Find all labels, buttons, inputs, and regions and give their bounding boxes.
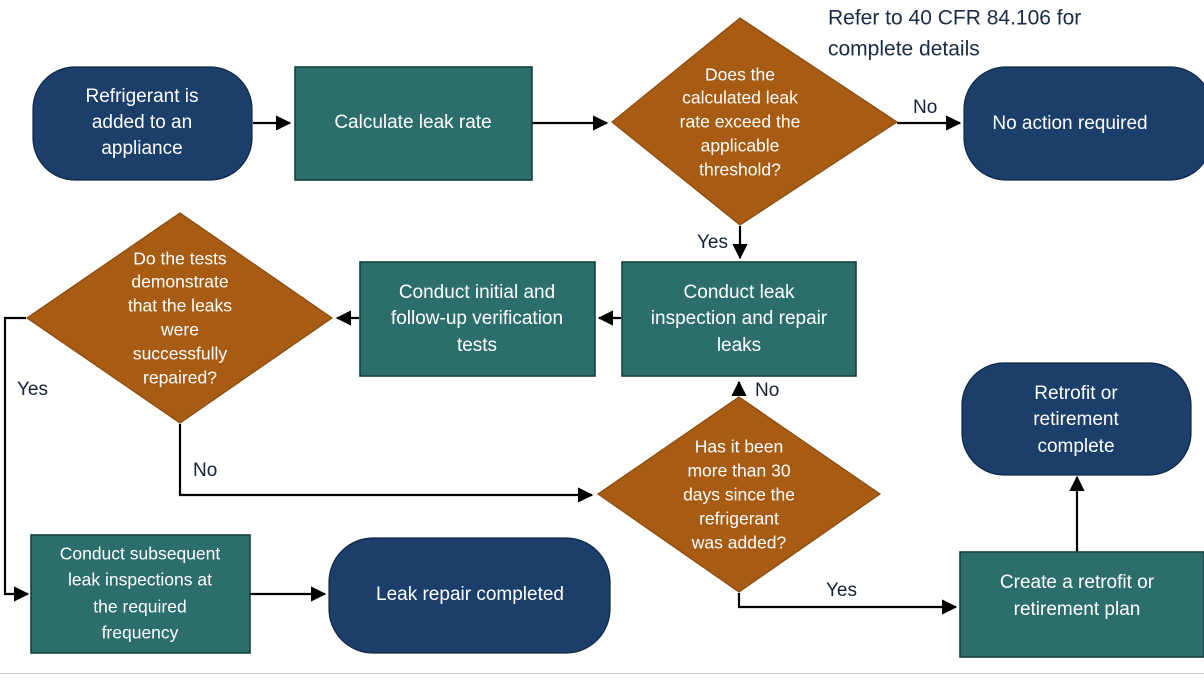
edge-tests-yes — [3, 316, 30, 602]
node-label-line: Conduct leak — [684, 282, 795, 303]
node-label-line: Conduct initial and — [399, 282, 555, 303]
edge-label-tests-no: No — [193, 460, 217, 481]
node-label-line: inspection and repair — [651, 308, 828, 329]
node-no-action-required[interactable]: No action required — [963, 66, 1204, 181]
node-label-line: demonstrate — [131, 272, 228, 292]
edge-label-thirty-days-yes: Yes — [826, 580, 857, 601]
node-tests-demonstrate[interactable]: Do the tests demonstrate that the leaks … — [25, 212, 334, 424]
node-label-line: were — [160, 320, 199, 340]
node-label-line: calculated leak — [682, 88, 798, 108]
edge-label-threshold-no: No — [913, 97, 937, 118]
node-label-line: leak inspections at — [68, 570, 212, 590]
connectors — [3, 115, 1085, 615]
node-label-line: Do the tests — [133, 249, 227, 269]
node-label-line: Has it been — [695, 437, 784, 457]
edge-tests-no — [178, 424, 594, 503]
node-label-line: days since the — [683, 485, 795, 505]
node-label-line: Retrofit or — [1034, 383, 1118, 404]
note-line-2: complete details — [828, 38, 980, 61]
node-label-line: appliance — [101, 138, 182, 159]
node-label-line: tests — [457, 335, 497, 356]
node-label-line: applicable — [701, 136, 780, 156]
node-label-line: complete — [1037, 436, 1114, 457]
edge-thirty-days-yes — [737, 593, 958, 615]
node-label-line: retirement plan — [1014, 599, 1141, 620]
node-leak-rate-threshold[interactable]: Does the calculated leak rate exceed the… — [611, 17, 899, 226]
node-label-line: retirement — [1033, 409, 1119, 430]
node-label-line: Conduct subsequent — [60, 544, 221, 564]
node-label-line: rate exceed the — [680, 112, 801, 132]
node-label-line: Create a retrofit or — [1000, 572, 1155, 593]
edge-labels: No Yes Yes No No Yes — [17, 97, 937, 601]
node-label-line: that the leaks — [128, 296, 232, 316]
node-subsequent-inspections[interactable]: Conduct subsequent leak inspections at t… — [30, 534, 251, 654]
node-label-line: the required — [93, 597, 186, 617]
node-more-than-30-days[interactable]: Has it been more than 30 days since the … — [596, 396, 882, 593]
node-label-line: Calculate leak rate — [334, 112, 491, 133]
node-calculate-leak-rate[interactable]: Calculate leak rate — [294, 66, 533, 181]
node-retrofit-complete[interactable]: Retrofit or retirement complete — [961, 362, 1192, 476]
node-create-retrofit-plan[interactable]: Create a retrofit or retirement plan — [959, 551, 1204, 658]
node-label-line: added to an — [92, 112, 192, 133]
node-label-line: frequency — [102, 623, 179, 643]
node-label-line: leaks — [717, 335, 761, 356]
node-label-line: Leak repair completed — [376, 584, 564, 605]
note-line-1: Refer to 40 CFR 84.106 for — [828, 7, 1081, 30]
node-label-line: more than 30 — [687, 461, 790, 481]
edge-label-tests-yes: Yes — [17, 379, 48, 400]
node-label-line: follow-up verification — [391, 308, 563, 329]
node-label-line: Refrigerant is — [86, 86, 199, 107]
node-label-line: was added? — [691, 533, 787, 553]
node-label-line: successfully — [133, 344, 228, 364]
edge-label-thirty-days-no: No — [755, 380, 779, 401]
node-label-line: Does the — [705, 65, 775, 85]
node-verification-tests[interactable]: Conduct initial and follow-up verificati… — [359, 261, 596, 377]
edge-label-threshold-yes: Yes — [697, 232, 728, 253]
footer-divider — [0, 673, 1204, 674]
node-label-line: threshold? — [699, 160, 781, 180]
node-label-line: refrigerant — [699, 509, 779, 529]
node-leak-repair-completed[interactable]: Leak repair completed — [328, 537, 611, 654]
node-refrigerant-added[interactable]: Refrigerant is added to an appliance — [32, 66, 253, 181]
cfr-reference-note: Refer to 40 CFR 84.106 for complete deta… — [828, 7, 1081, 61]
node-leak-inspection-repair[interactable]: Conduct leak inspection and repair leaks — [621, 261, 857, 377]
node-label-line: repaired? — [143, 368, 217, 388]
node-label-line: No action required — [992, 113, 1147, 134]
